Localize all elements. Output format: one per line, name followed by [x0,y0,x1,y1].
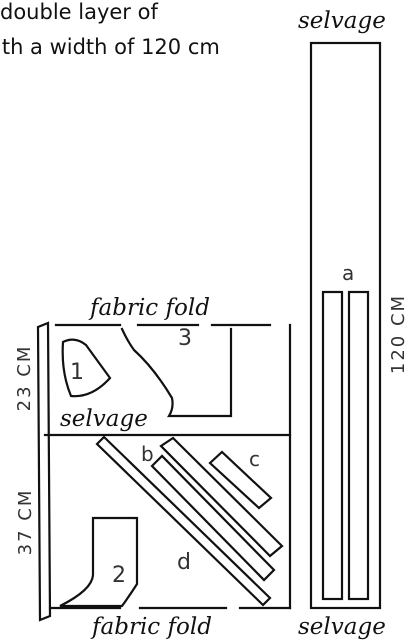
intro-line-2: ith a width of 120 cm [0,35,220,59]
selvage-label-bottom: selvage [298,614,386,640]
piece-3-label: 3 [178,326,192,351]
piece-c-label: c [249,447,260,471]
dimension-120-label: 120 CM [388,294,409,374]
piece-d-label: d [177,550,191,575]
strip-b-2 [150,454,276,582]
side-strip [36,321,52,622]
right-fabric-panel [309,41,382,610]
piece-3-outline [120,327,233,418]
selvage-label-middle: selvage [60,406,148,432]
fabric-fold-label-bottom: fabric fold [92,614,212,640]
piece-b-label: b [141,442,154,466]
strip-a-right [347,290,370,601]
fabric-fold-label-top: fabric fold [90,295,210,321]
piece-1-label: 1 [70,360,84,385]
intro-line-1: double layer of [0,0,158,24]
strip-c [208,450,273,510]
dimension-37-label: 37 CM [15,489,36,556]
piece-2-outline [59,516,139,608]
piece-2-label: 2 [112,563,126,588]
dimension-23-label: 23 CM [14,345,35,412]
strip-a-left [321,290,344,601]
piece-a-label: a [342,261,354,285]
piece-1-outline [61,338,112,398]
selvage-label-top: selvage [298,8,386,34]
strip-b-1 [159,436,284,558]
diagonal-strip-long [95,435,272,607]
